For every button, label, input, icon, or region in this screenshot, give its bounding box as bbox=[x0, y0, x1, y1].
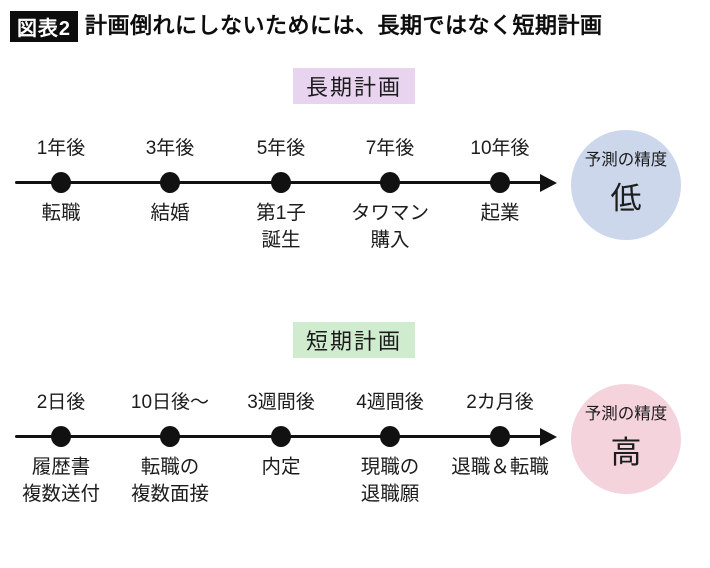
arrow-right-icon bbox=[540, 427, 557, 446]
timeline-dot-icon bbox=[490, 426, 510, 447]
timeline-item: 4週間後 現職の 退職願 bbox=[320, 314, 460, 568]
timeline-dot-icon bbox=[271, 172, 291, 193]
timeline-item: 10年後 起業 bbox=[430, 60, 570, 314]
time-label: 7年後 bbox=[365, 138, 415, 159]
event-label: 履歴書 複数送付 bbox=[21, 456, 100, 505]
time-label: 10日後〜 bbox=[130, 392, 210, 413]
event-label: 結婚 bbox=[150, 202, 190, 224]
event-label: タワマン 購入 bbox=[350, 202, 429, 251]
event-label: 現職の 退職願 bbox=[360, 456, 420, 505]
accuracy-caption: 予測の精度 bbox=[584, 151, 668, 169]
event-label: 転職 bbox=[41, 202, 81, 224]
event-label: 第1子 誕生 bbox=[256, 202, 306, 251]
timeline-item: 2日後 履歴書 複数送付 bbox=[0, 314, 131, 568]
event-label: 起業 bbox=[480, 202, 520, 224]
time-label: 5年後 bbox=[256, 138, 306, 159]
timeline-item: 2カ月後 退職＆転職 bbox=[430, 314, 570, 568]
timeline-dot-icon bbox=[160, 426, 180, 447]
accuracy-value: 高 bbox=[610, 435, 642, 470]
event-label: 転職の 複数面接 bbox=[130, 456, 209, 505]
time-label: 2カ月後 bbox=[466, 392, 534, 413]
accuracy-value: 低 bbox=[610, 181, 642, 216]
timeline-dot-icon bbox=[51, 426, 71, 447]
time-label: 2日後 bbox=[36, 392, 86, 413]
prediction-accuracy-high-circle: 予測の精度 高 bbox=[571, 384, 681, 494]
figure-number-badge: 図表2 bbox=[10, 11, 78, 42]
timeline-item: 7年後 タワマン 購入 bbox=[320, 60, 460, 314]
timeline-dot-icon bbox=[380, 172, 400, 193]
short-term-plan-label: 短期計画 bbox=[293, 322, 415, 358]
time-label: 3週間後 bbox=[247, 392, 315, 413]
timeline-dot-icon bbox=[271, 426, 291, 447]
figure-page: { "header": { "badge": "図表2", "title": "… bbox=[0, 0, 710, 505]
timeline-item: 3週間後 内定 bbox=[211, 314, 351, 568]
event-label: 退職＆転職 bbox=[451, 456, 549, 478]
short-term-plan-section: 短期計画 2日後 履歴書 複数送付 10日後〜 転職の 複数面接 3週間後 内定… bbox=[0, 314, 710, 568]
timeline-item: 5年後 第1子 誕生 bbox=[211, 60, 351, 314]
timeline-item: 10日後〜 転職の 複数面接 bbox=[100, 314, 240, 568]
long-term-plan-label: 長期計画 bbox=[293, 68, 415, 104]
timeline-dot-icon bbox=[490, 172, 510, 193]
time-label: 3年後 bbox=[145, 138, 195, 159]
figure-title: 計画倒れにしないためには、長期ではなく短期計画 bbox=[85, 13, 603, 38]
timeline-dot-icon bbox=[380, 426, 400, 447]
event-label: 内定 bbox=[261, 456, 301, 478]
timeline-item: 1年後 転職 bbox=[0, 60, 131, 314]
timeline-dot-icon bbox=[160, 172, 180, 193]
time-label: 10年後 bbox=[470, 138, 530, 159]
prediction-accuracy-low-circle: 予測の精度 低 bbox=[571, 130, 681, 240]
timeline-dot-icon bbox=[51, 172, 71, 193]
figure-header: 図表2 計画倒れにしないためには、長期ではなく短期計画 bbox=[0, 0, 710, 50]
timeline-item: 3年後 結婚 bbox=[100, 60, 240, 314]
long-term-plan-section: 長期計画 1年後 転職 3年後 結婚 5年後 第1子 誕生 7年後 タワマン 購… bbox=[0, 60, 710, 314]
accuracy-caption: 予測の精度 bbox=[584, 405, 668, 423]
time-label: 4週間後 bbox=[356, 392, 424, 413]
time-label: 1年後 bbox=[36, 138, 86, 159]
arrow-right-icon bbox=[540, 173, 557, 192]
